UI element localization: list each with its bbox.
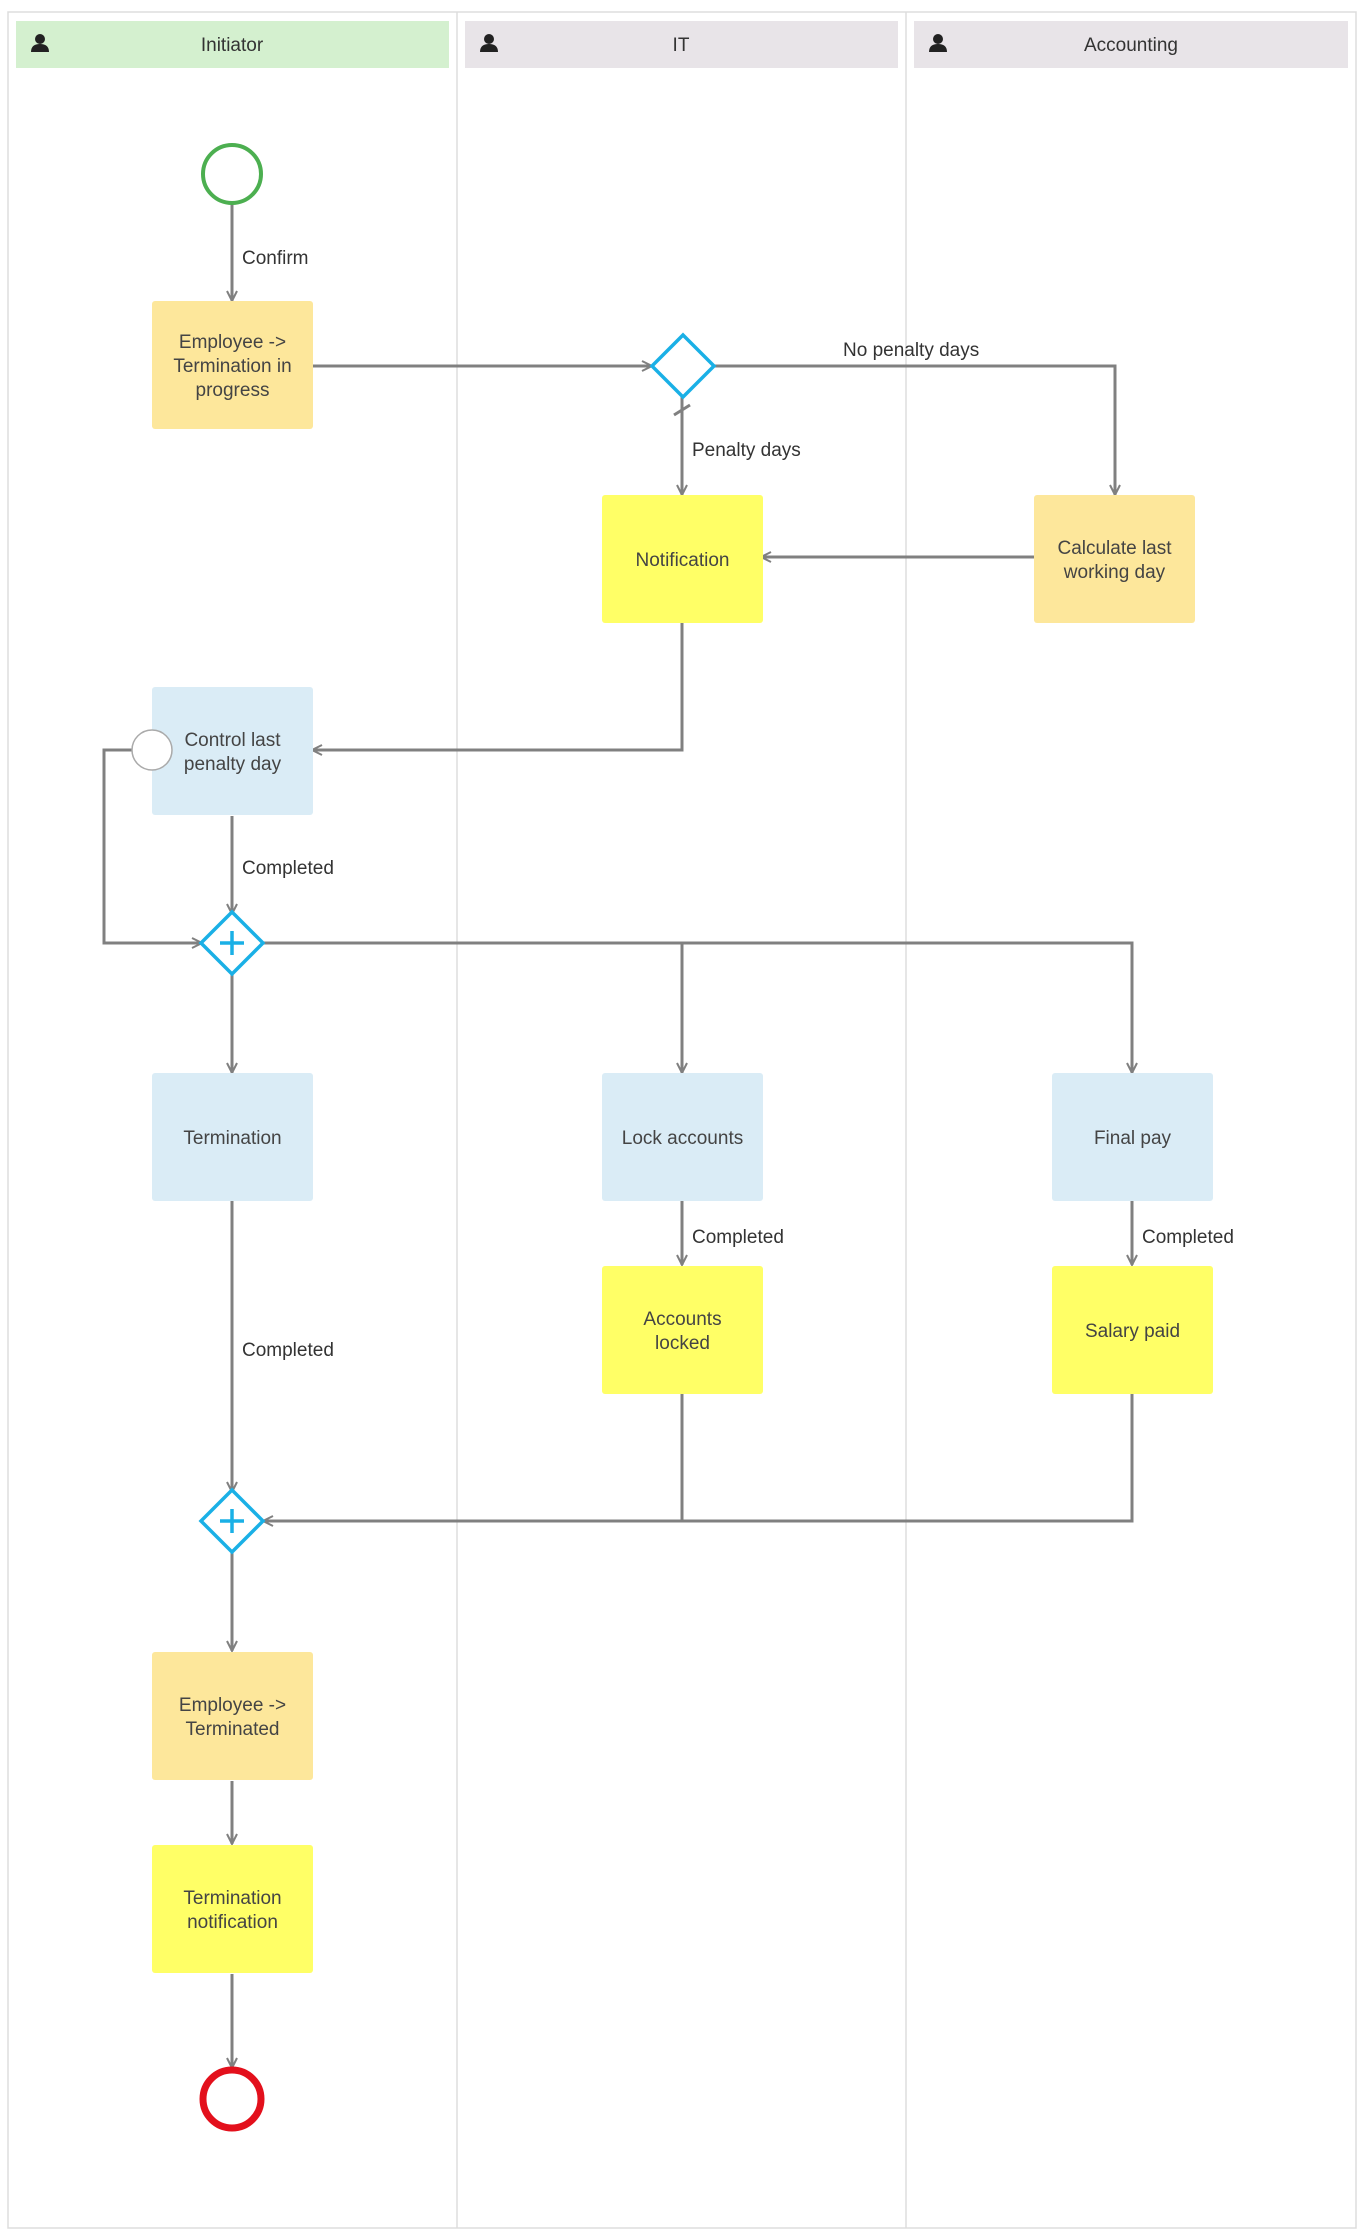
pool-border [7, 11, 1357, 2229]
task-label: Employee -> [179, 1695, 286, 1716]
task-label: Calculate last [1057, 538, 1172, 559]
task-lock-accounts[interactable]: Lock accounts [602, 1073, 763, 1201]
task-accounts-locked[interactable]: Accounts locked [602, 1266, 763, 1394]
edge-label-completed: Completed [1142, 1227, 1234, 1248]
task-label: Control last [184, 730, 281, 751]
task-box [1052, 1266, 1213, 1394]
start-event[interactable] [201, 143, 263, 205]
lane-label: Accounting [1084, 35, 1178, 56]
parallel-gateway-fork[interactable] [198, 909, 266, 977]
task-notification[interactable]: Notification [602, 495, 763, 623]
task-box [152, 1073, 313, 1201]
task-label: locked [655, 1333, 710, 1354]
user-icon [31, 34, 49, 52]
plus-icon [220, 1509, 244, 1533]
flow-fork-to-final-pay[interactable] [262, 941, 1132, 1073]
flow-accounts-locked-to-join[interactable] [263, 1394, 684, 1521]
end-event[interactable] [199, 2066, 265, 2132]
parallel-gateway-join[interactable] [198, 1487, 266, 1555]
sequence-flows [102, 204, 1134, 2068]
task-control-last-penalty-day[interactable]: Control last penalty day [152, 687, 313, 815]
task-box [152, 1845, 313, 1973]
exclusive-gateway[interactable] [649, 332, 717, 400]
task-termination-notification[interactable]: Termination notification [152, 1845, 313, 1973]
flow-salary-paid-to-join[interactable] [682, 1394, 1134, 1523]
task-box [152, 301, 313, 429]
task-label: Final pay [1094, 1128, 1172, 1149]
task-label: Salary paid [1085, 1321, 1180, 1342]
task-label: Accounts [643, 1309, 721, 1330]
task-box [1034, 495, 1195, 623]
task-label: Employee -> [179, 332, 286, 353]
task-salary-paid[interactable]: Salary paid [1052, 1266, 1213, 1394]
task-label: progress [196, 380, 270, 401]
task-label: penalty day [184, 754, 282, 775]
task-box [152, 687, 313, 815]
edge-label-completed: Completed [242, 1340, 334, 1361]
lane-header-it[interactable]: IT [465, 21, 898, 68]
edge-label-completed: Completed [692, 1227, 784, 1248]
task-employee-terminated[interactable]: Employee -> Terminated [152, 1652, 313, 1780]
task-box [602, 1266, 763, 1394]
user-icon [480, 34, 498, 52]
task-label: Termination in [173, 356, 291, 377]
default-flow-marker [673, 403, 691, 417]
task-termination[interactable]: Termination [152, 1073, 313, 1201]
task-box [602, 1073, 763, 1201]
plus-icon [220, 931, 244, 955]
lane-header-accounting[interactable]: Accounting [914, 21, 1348, 68]
lane-label: IT [673, 35, 690, 56]
task-calculate-last-working-day[interactable]: Calculate last working day [1034, 495, 1195, 623]
lane-header-initiator[interactable]: Initiator [16, 21, 449, 68]
user-icon [929, 34, 947, 52]
flow-notification-to-control[interactable] [312, 622, 684, 750]
task-box [1052, 1073, 1213, 1201]
edge-label-penalty: Penalty days [692, 440, 801, 461]
task-box [152, 1652, 313, 1780]
flow-no-penalty[interactable] [714, 364, 1115, 495]
task-label: Terminated [186, 1719, 280, 1740]
task-label: Termination [183, 1888, 281, 1909]
task-label: notification [187, 1912, 278, 1933]
lane-label: Initiator [201, 35, 264, 56]
task-label: working day [1063, 562, 1166, 583]
flow-boundary-timer[interactable] [102, 748, 202, 943]
edge-label-no-penalty: No penalty days [843, 340, 979, 361]
boundary-timer-event[interactable] [131, 729, 173, 771]
task-box [602, 495, 763, 623]
edge-label-confirm: Confirm [242, 248, 309, 269]
edge-label-completed: Completed [242, 858, 334, 879]
task-final-pay[interactable]: Final pay [1052, 1073, 1213, 1201]
task-label: Notification [636, 550, 730, 571]
task-label: Lock accounts [622, 1128, 743, 1149]
task-employee-termination-in-progress[interactable]: Employee -> Termination in progress [152, 301, 313, 429]
task-label: Termination [183, 1128, 281, 1149]
